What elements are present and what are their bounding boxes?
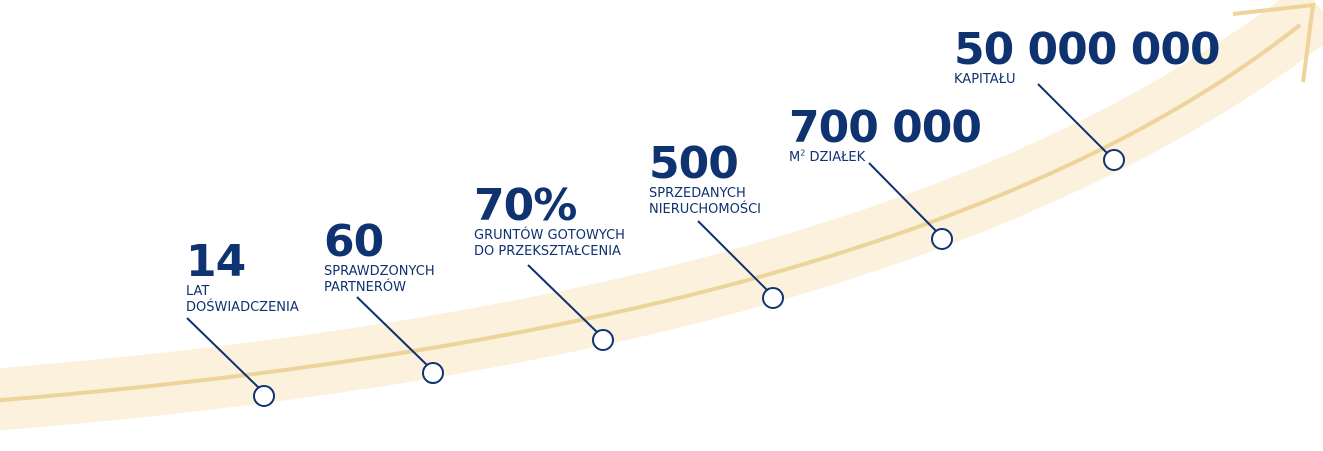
stat-label-line2: DO PRZEKSZTAŁCENIA <box>474 244 621 259</box>
leader-line-5 <box>868 162 938 233</box>
stat-label-superscript: 2 <box>800 148 806 158</box>
stat-value: 14 <box>186 236 246 287</box>
stat-label-line1: GRUNTÓW GOTOWYCH <box>474 228 625 243</box>
milestone-marker-4 <box>762 287 784 309</box>
stat-value: 500 <box>649 138 739 189</box>
milestone-marker-3 <box>592 329 614 351</box>
stat-value: 700 000 <box>789 102 982 153</box>
stat-plot-area: 700 000 M2 DZIAŁEK <box>789 102 982 166</box>
stat-label-line2: DOŚWIADCZENIA <box>186 300 299 315</box>
stat-verified-partners: 60 SPRAWDZONYCH PARTNERÓW <box>324 220 435 296</box>
milestone-marker-1 <box>253 385 275 407</box>
stat-properties-sold: 500 SPRZEDANYCH NIERUCHOMOŚCI <box>649 142 761 218</box>
stat-value: 60 <box>324 216 384 267</box>
stat-label-line1: SPRAWDZONYCH <box>324 264 435 279</box>
leader-line-6 <box>1037 83 1109 155</box>
growth-line <box>0 23 1302 403</box>
leader-line-3 <box>527 264 599 334</box>
stat-label-prefix: M <box>789 150 801 165</box>
stat-label-line1: DZIAŁEK <box>805 150 866 165</box>
leader-line-4 <box>697 220 769 292</box>
arrow-head-icon <box>1232 2 1316 83</box>
stat-capital: 50 000 000 KAPITAŁU <box>954 24 1221 88</box>
stat-value: 50 000 000 <box>954 24 1221 75</box>
milestone-marker-6 <box>1103 149 1125 171</box>
stat-label-line1: LAT <box>186 284 210 299</box>
stat-years-experience: 14 LAT DOŚWIADCZENIA <box>186 240 299 316</box>
milestone-marker-5 <box>931 228 953 250</box>
leader-line-1 <box>186 317 261 390</box>
leader-line-2 <box>356 296 429 367</box>
stat-label-line1: KAPITAŁU <box>954 72 1016 87</box>
stat-value: 70% <box>474 180 577 231</box>
milestone-marker-2 <box>422 362 444 384</box>
stat-label-line1: SPRZEDANYCH <box>649 186 746 201</box>
stat-land-ready: 70% GRUNTÓW GOTOWYCH DO PRZEKSZTAŁCENIA <box>474 184 625 260</box>
stat-label: M2 DZIAŁEK <box>789 148 981 166</box>
stat-label-line2: NIERUCHOMOŚCI <box>649 202 762 217</box>
stat-label-line2: PARTNERÓW <box>324 280 406 295</box>
